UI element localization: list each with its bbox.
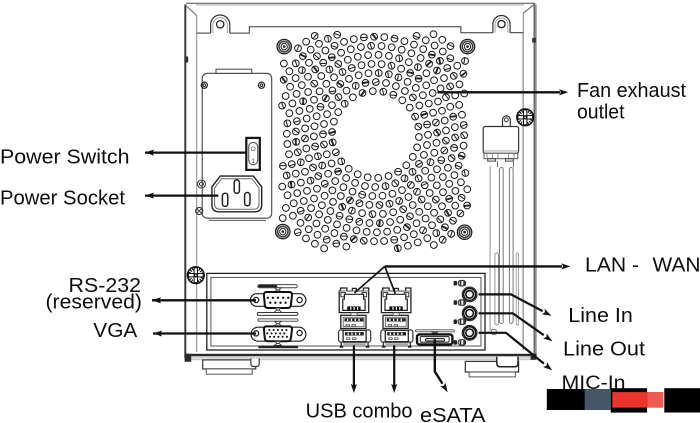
svg-text:Power Socket: Power Socket (0, 187, 125, 210)
svg-text:USB combo: USB combo (306, 400, 413, 423)
svg-text:LAN -: LAN - (585, 255, 639, 277)
svg-text:WAN: WAN (653, 255, 700, 277)
svg-text:VGA: VGA (93, 319, 137, 342)
svg-text:Power Switch: Power Switch (0, 145, 130, 168)
svg-text:Line Out: Line Out (563, 337, 645, 360)
svg-text:Fan exhaust: Fan exhaust (577, 80, 686, 102)
svg-text:O: O (251, 146, 256, 153)
svg-text:(reserved): (reserved) (46, 290, 143, 313)
svg-text:eSATA: eSATA (420, 405, 486, 423)
svg-text:outlet: outlet (577, 101, 625, 123)
svg-text:MIC-In: MIC-In (562, 372, 626, 394)
svg-text:Line In: Line In (568, 304, 633, 327)
svg-text:1: 1 (251, 158, 255, 165)
svg-text:RS-232: RS-232 (69, 274, 142, 297)
